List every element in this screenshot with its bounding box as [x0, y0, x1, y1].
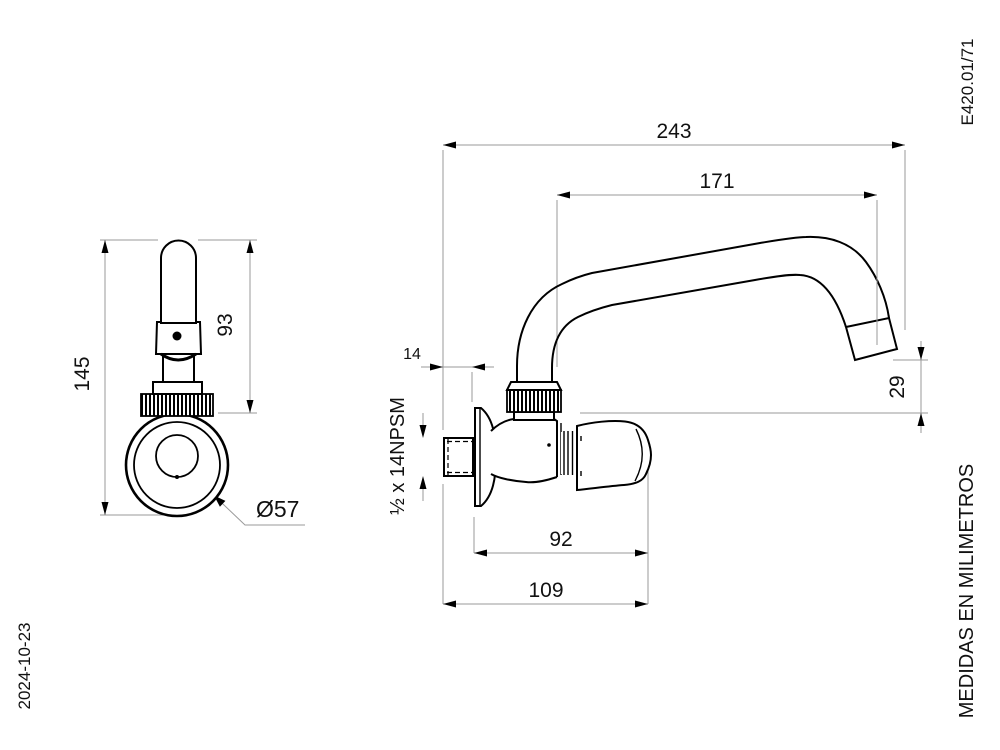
dim-outlet-drop: 29 — [886, 375, 909, 398]
units-note: MEDIDAS EN MILIMETROS — [956, 464, 978, 718]
spout-nut-neck — [513, 411, 555, 421]
dim-body-length: 92 — [549, 528, 572, 551]
spout-nut-cap — [505, 381, 563, 391]
spout-tube-side — [160, 239, 197, 324]
dim-flange-diameter: Ø57 — [256, 496, 299, 522]
dim-overall-depth: 109 — [528, 579, 563, 602]
dim-overall-reach: 243 — [656, 120, 691, 143]
dim-inlet-thread: ½ x 14NPSM — [387, 397, 409, 515]
body-screw-dot — [547, 443, 551, 447]
dimension-labels: 243 171 14 29 92 109 145 93 Ø57 ½ x 14NP… — [71, 120, 909, 602]
drawing-date: 2024-10-23 — [15, 623, 34, 710]
dimension-lines — [100, 144, 928, 605]
product-code: E420.01/71 — [958, 39, 977, 126]
handle-stem — [561, 431, 577, 475]
handle-knob — [576, 420, 653, 492]
side-view — [124, 239, 230, 518]
knurled-ring-side — [140, 393, 214, 417]
set-screw-dot — [172, 331, 182, 341]
dim-overall-height: 145 — [71, 356, 94, 391]
valve-body — [490, 418, 562, 484]
front-view — [443, 200, 899, 507]
flange-bore-circle — [155, 434, 199, 478]
inlet-thread-pipe — [443, 437, 474, 477]
swivel-spout — [516, 235, 899, 382]
dim-spout-height: 93 — [214, 313, 237, 336]
flange-center-dot — [175, 475, 179, 479]
dim-spout-reach: 171 — [699, 170, 734, 193]
dim-inlet-protrusion: 14 — [403, 346, 421, 363]
aerator — [844, 316, 899, 362]
spout-flange-step — [152, 381, 203, 395]
dimension-arrows — [101, 141, 925, 608]
knurled-ring-front — [506, 389, 562, 413]
sheet-annotations: E420.01/71 2024-10-23 MEDIDAS EN MILIMET… — [15, 39, 978, 719]
